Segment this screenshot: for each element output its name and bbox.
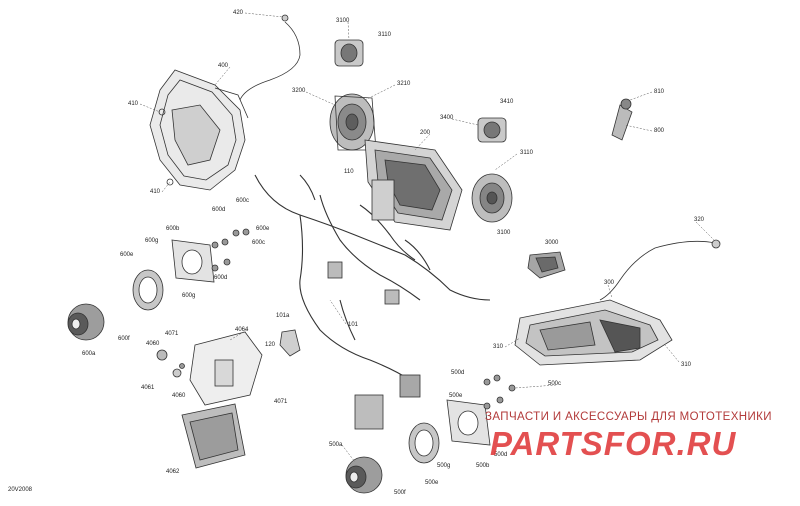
sensor-800 bbox=[611, 98, 633, 141]
callout-310a: 310 bbox=[493, 344, 504, 350]
callout-3100mid: 3100 bbox=[497, 230, 511, 236]
callout-600d_top: 600d bbox=[212, 207, 226, 213]
callout-4071b: 4071 bbox=[274, 399, 288, 405]
callout-800: 800 bbox=[654, 128, 665, 134]
leader-lines bbox=[139, 12, 715, 463]
callout-3410: 3410 bbox=[500, 99, 514, 105]
callout-4064: 4064 bbox=[235, 327, 249, 333]
callout-600d_mid: 600d bbox=[214, 275, 228, 281]
callout-500f: 500f bbox=[394, 490, 406, 496]
callout-3210: 3210 bbox=[397, 81, 411, 87]
callout-600b: 600b bbox=[166, 226, 180, 232]
callout-500b: 500b bbox=[476, 463, 490, 469]
callout-4061: 4061 bbox=[141, 385, 155, 391]
callout-600c_top: 600c bbox=[236, 198, 250, 204]
callout-200: 200 bbox=[420, 130, 431, 136]
headlight-left bbox=[149, 69, 249, 191]
callout-3000: 3000 bbox=[545, 240, 559, 246]
module-3000 bbox=[527, 251, 566, 279]
callout-320: 320 bbox=[694, 217, 705, 223]
module-4062 bbox=[181, 403, 246, 469]
callout-3110top: 3110 bbox=[378, 32, 391, 38]
fog-light-500a bbox=[345, 456, 383, 494]
callout-400: 400 bbox=[218, 63, 229, 69]
tweeter-3100-top bbox=[334, 39, 364, 67]
callout-3100top: 3100 bbox=[336, 18, 350, 24]
hardware-600 bbox=[211, 228, 250, 272]
callout-600g_bot: 600g bbox=[182, 293, 196, 299]
callout-310b: 310 bbox=[681, 362, 692, 368]
connector-101a bbox=[354, 394, 384, 430]
callout-500e_bot: 500e bbox=[425, 480, 439, 486]
callout-410b: 410 bbox=[150, 189, 161, 195]
wire-320 bbox=[599, 240, 716, 301]
bracket-4064 bbox=[189, 331, 263, 406]
speaker-3100-mid bbox=[471, 173, 513, 223]
connector-main bbox=[399, 374, 421, 398]
callout-110: 110 bbox=[344, 169, 354, 175]
callout-3200: 3200 bbox=[292, 88, 306, 94]
callout-4062: 4062 bbox=[166, 469, 180, 475]
callout-120: 120 bbox=[265, 342, 276, 348]
callout-600f: 600f bbox=[118, 336, 130, 342]
light-assembly-300 bbox=[514, 299, 673, 366]
callout-810: 810 bbox=[654, 89, 665, 95]
callout-420: 420 bbox=[233, 10, 244, 16]
fog-light-600a bbox=[67, 303, 105, 341]
connector-block bbox=[371, 179, 395, 221]
wiring-harness-101 bbox=[254, 174, 491, 381]
watermark-text: ЗАПЧАСТИ И АКСЕССУАРЫ ДЛЯ МОТОТЕХНИКИ bbox=[485, 411, 772, 423]
callout-101: 101 bbox=[348, 322, 359, 328]
callout-600e_left: 600e bbox=[120, 252, 134, 258]
callout-3400: 3400 bbox=[440, 115, 454, 121]
callout-600e: 600e bbox=[256, 226, 270, 232]
wire-420 bbox=[239, 21, 301, 101]
callout-4060a: 4060 bbox=[146, 341, 160, 347]
callout-500d_bot: 500d bbox=[494, 452, 508, 458]
callout-500g: 500g bbox=[437, 463, 451, 469]
callout-500a: 500a bbox=[329, 442, 343, 448]
callout-600g_top: 600g bbox=[145, 238, 159, 244]
speaker-3200 bbox=[329, 93, 377, 151]
callout-600c_mid: 600c bbox=[252, 240, 266, 246]
callout-4060b: 4060 bbox=[172, 393, 186, 399]
callout-600a: 600a bbox=[82, 351, 96, 357]
callout-3110mid: 3110 bbox=[520, 150, 533, 156]
callout-4071a: 4071 bbox=[165, 331, 179, 337]
diagram-code: 20V2008 bbox=[8, 487, 33, 493]
callout-300: 300 bbox=[604, 280, 615, 286]
watermark-logo: PARTSFOR.RU bbox=[490, 425, 737, 462]
callout-500c: 500c bbox=[548, 381, 562, 387]
callout-500e: 500e bbox=[449, 393, 463, 399]
tweeter-3400 bbox=[477, 117, 507, 143]
callout-101a: 101a bbox=[276, 313, 290, 319]
callout-500d_top: 500d bbox=[451, 370, 465, 376]
callout-410a: 410 bbox=[128, 101, 139, 107]
